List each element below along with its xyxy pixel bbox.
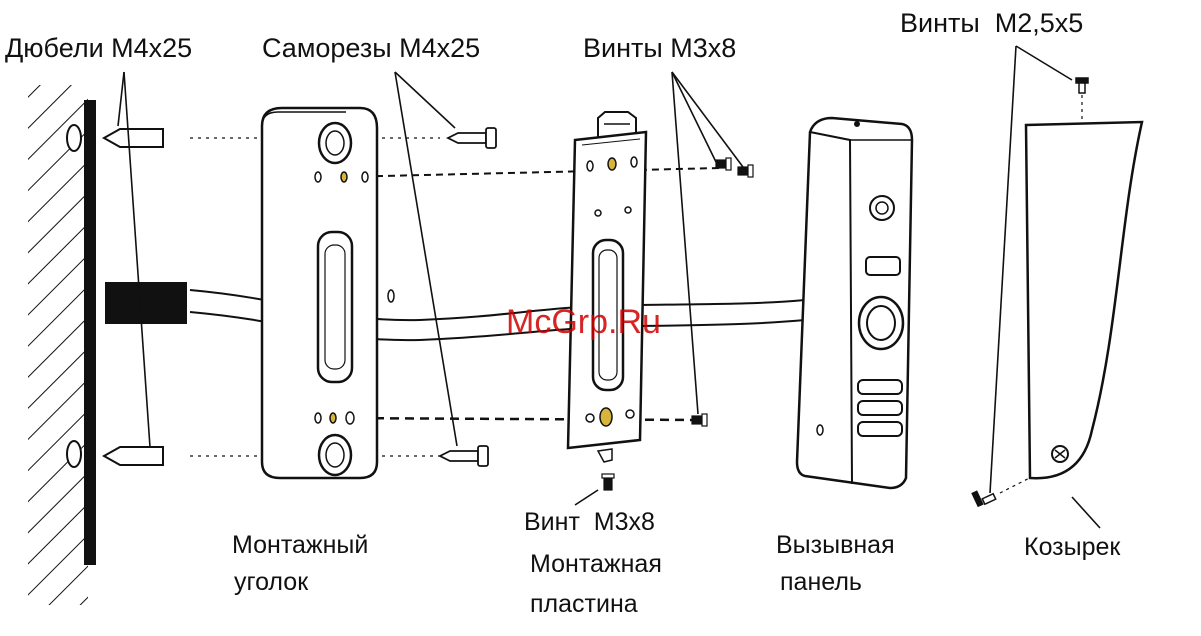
label-mounting-bracket-line1: Монтажный xyxy=(232,531,368,559)
label-call-panel-line2: панель xyxy=(780,568,862,596)
mounting-bracket xyxy=(262,108,394,478)
label-screws-m3x8: Винты М3х8 xyxy=(583,33,736,63)
screw-m3x8-side xyxy=(692,414,707,426)
label-mounting-plate-line1: Монтажная xyxy=(530,550,662,578)
screw-m2-5x5-top xyxy=(1076,78,1088,93)
dowel-bottom xyxy=(104,447,163,465)
label-visor: Козырек xyxy=(1024,533,1121,561)
screw-m3x8-bottom xyxy=(602,474,614,490)
screw-m4x25-top xyxy=(448,128,496,148)
dowel-top xyxy=(104,129,163,147)
label-call-panel-line1: Вызывная xyxy=(776,531,895,559)
screw-m3x8-upper-1 xyxy=(716,158,731,170)
label-dowels: Дюбели М4х25 xyxy=(5,33,192,63)
label-screw-bottom: Винт М3х8 xyxy=(524,508,655,536)
label-mounting-bracket-line2: уголок xyxy=(234,568,309,596)
watermark: McGrp.Ru xyxy=(506,303,661,341)
cable xyxy=(105,282,805,340)
mounting-plate xyxy=(568,112,646,462)
label-mounting-plate-line2: пластина xyxy=(530,590,638,618)
wall-hole-top xyxy=(67,125,81,151)
call-panel xyxy=(797,118,912,488)
wall-hole-bottom xyxy=(67,441,81,467)
label-self-tapping-screws: Саморезы М4х25 xyxy=(262,33,480,63)
screw-m2-5x5-side xyxy=(972,491,995,506)
wall xyxy=(28,85,96,605)
screw-m4x25-bottom xyxy=(440,446,488,466)
screw-m3x8-upper-2 xyxy=(738,165,753,177)
label-screws-m2-5x5: Винты М2,5х5 xyxy=(900,8,1083,38)
visor xyxy=(1026,122,1142,478)
